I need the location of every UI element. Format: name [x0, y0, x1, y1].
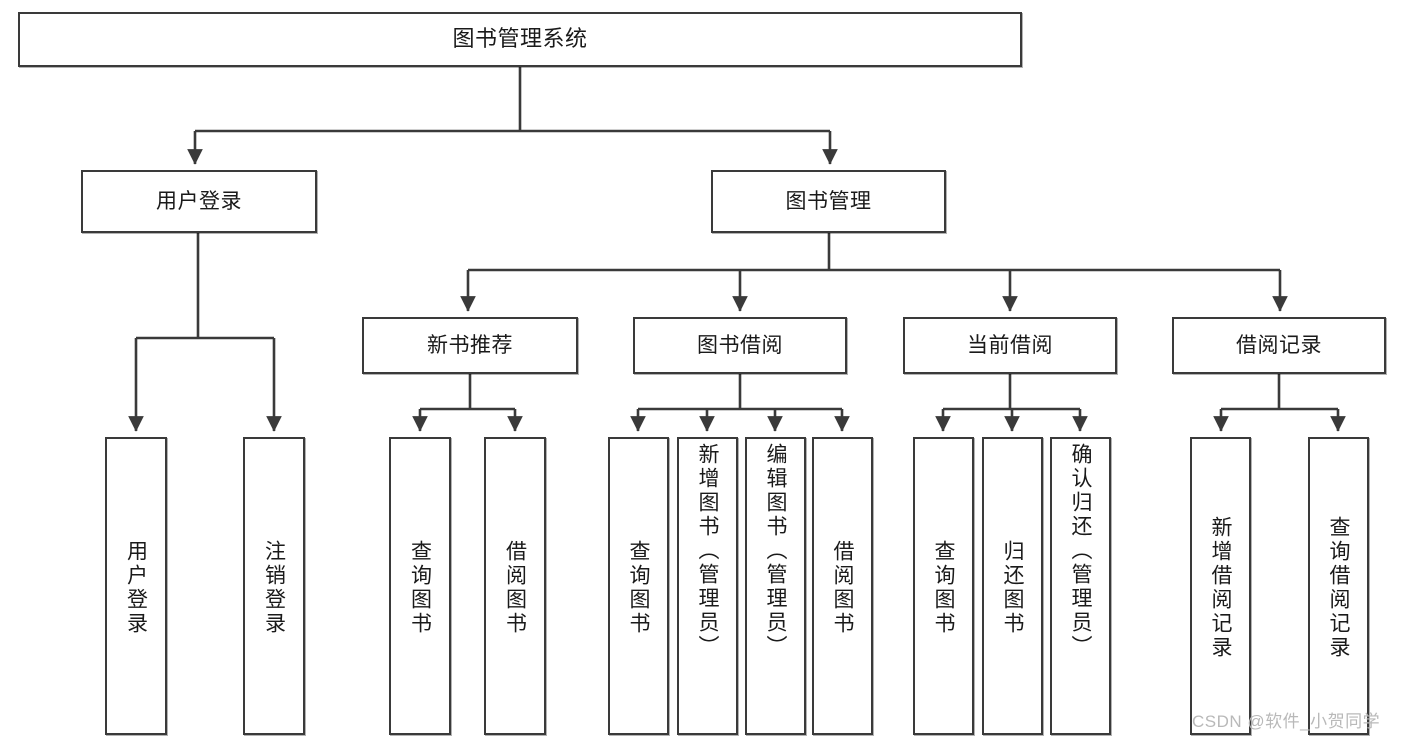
node-leaf-user-logout-label: 注销登录	[262, 540, 286, 636]
node-leaf-query-book-1-label: 查询图书	[408, 540, 432, 636]
node-leaf-borrow-book-2-label: 借阅图书	[831, 540, 854, 636]
node-leaf-edit-book[interactable]: 编辑图书（管理员）	[745, 437, 806, 735]
node-leaf-query-book-2[interactable]: 查询图书	[608, 437, 669, 735]
node-leaf-query-book-1[interactable]: 查询图书	[389, 437, 451, 735]
node-leaf-borrow-book-1[interactable]: 借阅图书	[484, 437, 546, 735]
node-root-label: 图书管理系统	[452, 26, 588, 52]
node-leaf-query-record-label: 查询借阅记录	[1327, 516, 1350, 660]
node-current-borrow-label: 当前借阅	[967, 333, 1053, 357]
node-book-borrow-label: 图书借阅	[697, 333, 783, 357]
watermark-text: CSDN @软件_小贺同学	[1192, 712, 1381, 731]
node-leaf-confirm-return-label: 确认归还（管理员）	[1069, 443, 1092, 659]
node-new-book-recommend[interactable]: 新书推荐	[362, 317, 578, 374]
node-leaf-add-record[interactable]: 新增借阅记录	[1190, 437, 1251, 735]
node-book-manage-label: 图书管理	[785, 189, 872, 213]
node-leaf-query-book-2-label: 查询图书	[627, 540, 650, 636]
node-leaf-add-book-label: 新增图书（管理员）	[696, 443, 719, 659]
node-user-login-label: 用户登录	[156, 189, 242, 213]
node-leaf-user-login-label: 用户登录	[124, 540, 148, 636]
node-book-manage[interactable]: 图书管理	[711, 170, 946, 233]
node-user-login[interactable]: 用户登录	[81, 170, 317, 233]
node-current-borrow[interactable]: 当前借阅	[903, 317, 1117, 374]
node-leaf-borrow-book-2[interactable]: 借阅图书	[812, 437, 873, 735]
node-leaf-add-book[interactable]: 新增图书（管理员）	[677, 437, 738, 735]
node-borrow-record[interactable]: 借阅记录	[1172, 317, 1386, 374]
node-new-book-recommend-label: 新书推荐	[427, 333, 513, 357]
node-leaf-confirm-return[interactable]: 确认归还（管理员）	[1050, 437, 1111, 735]
node-leaf-user-logout[interactable]: 注销登录	[243, 437, 305, 735]
node-leaf-query-book-3[interactable]: 查询图书	[913, 437, 974, 735]
node-book-borrow[interactable]: 图书借阅	[633, 317, 847, 374]
node-leaf-query-record[interactable]: 查询借阅记录	[1308, 437, 1369, 735]
node-leaf-return-book-label: 归还图书	[1001, 540, 1024, 636]
node-leaf-return-book[interactable]: 归还图书	[982, 437, 1043, 735]
node-leaf-query-book-3-label: 查询图书	[932, 540, 955, 636]
node-leaf-borrow-book-1-label: 借阅图书	[503, 540, 527, 636]
node-leaf-edit-book-label: 编辑图书（管理员）	[764, 443, 787, 659]
node-borrow-record-label: 借阅记录	[1236, 333, 1322, 357]
node-leaf-add-record-label: 新增借阅记录	[1209, 516, 1232, 660]
node-root[interactable]: 图书管理系统	[18, 12, 1022, 67]
node-leaf-user-login[interactable]: 用户登录	[105, 437, 167, 735]
